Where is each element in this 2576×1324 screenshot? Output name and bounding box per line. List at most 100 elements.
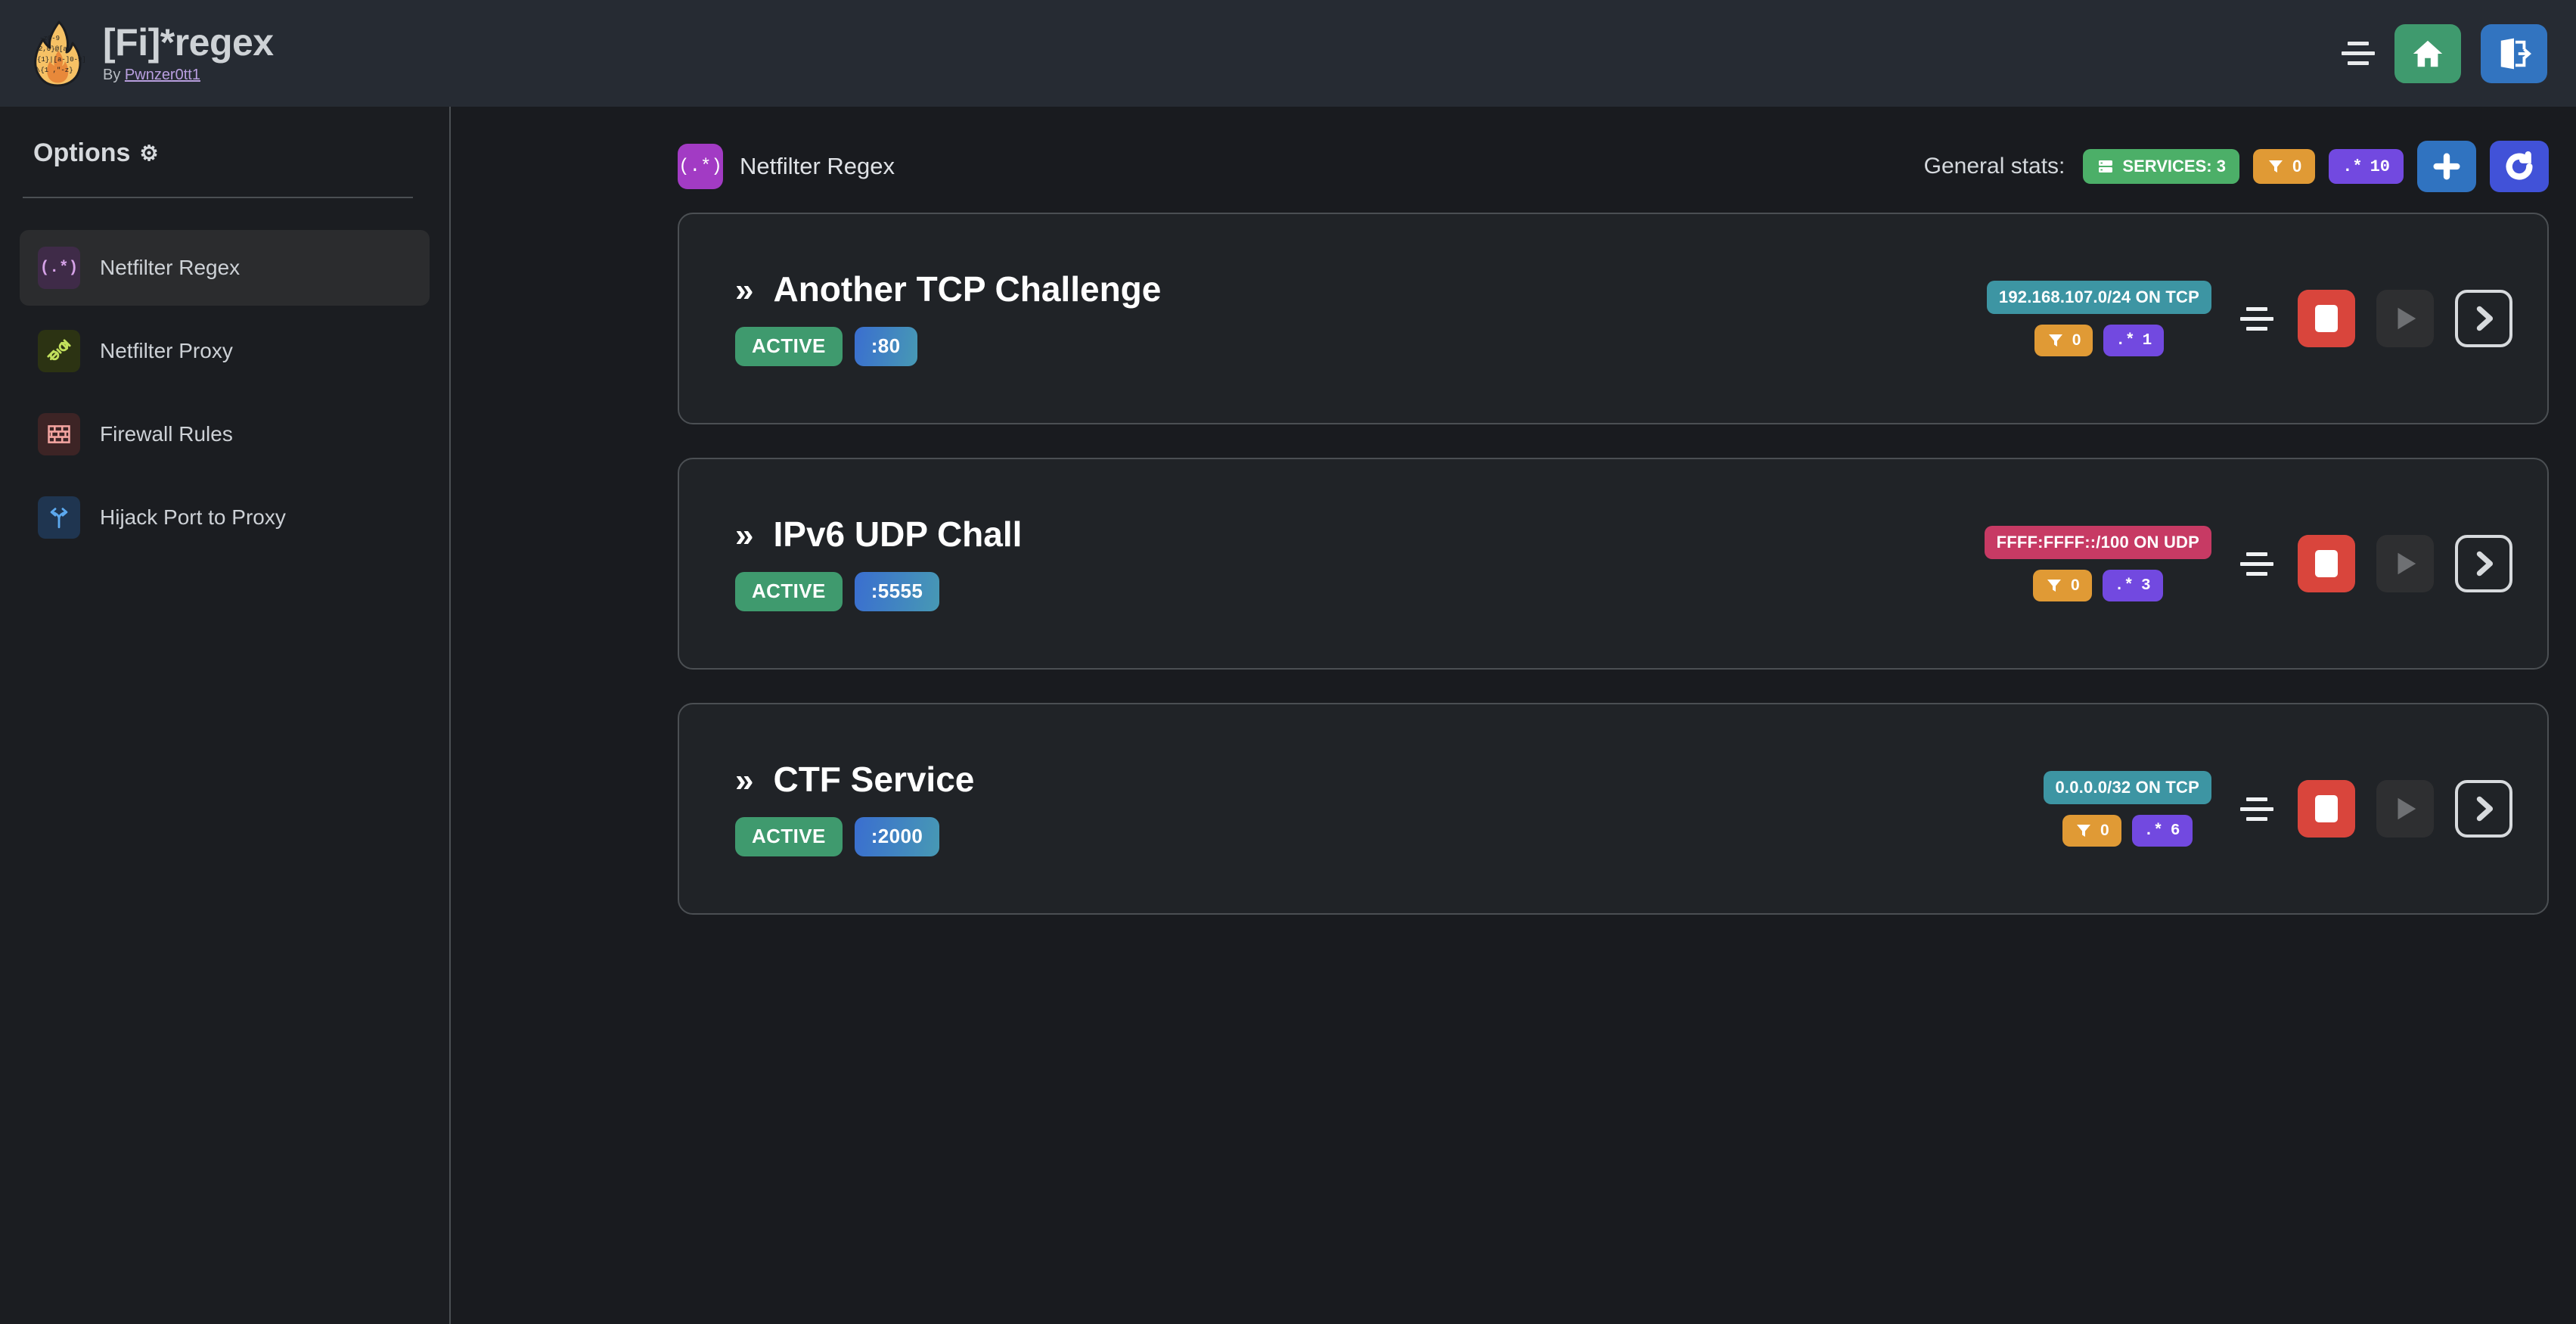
sidebar-item-label: Netfilter Regex (100, 256, 241, 279)
network-badge: 192.168.107.0/24 ON TCP (1986, 281, 2211, 314)
stop-icon (2315, 305, 2338, 332)
service-details-button[interactable] (2455, 780, 2512, 838)
regex-icon: (.*) (38, 247, 80, 289)
stop-button[interactable] (2298, 290, 2355, 347)
general-stats-label: General stats: (1923, 154, 2065, 179)
funnel-icon (2048, 334, 2062, 347)
service-regex-count: 3 (2140, 577, 2151, 595)
stop-icon (2315, 550, 2338, 577)
hamburger-menu-icon[interactable] (2342, 39, 2375, 69)
service-title: » IPv6 UDP Chall (735, 517, 1022, 552)
service-filters-count: 0 (2100, 822, 2109, 839)
service-filters-badge: 0 (2062, 815, 2121, 847)
funnel-icon (2047, 580, 2062, 592)
service-name: IPv6 UDP Chall (773, 514, 1023, 554)
refresh-icon (2506, 151, 2533, 180)
service-filters-badge: 0 (2033, 570, 2092, 601)
home-icon (2413, 40, 2443, 67)
port-badge: :2000 (854, 816, 940, 856)
service-counters: 0 .* 1 (2034, 325, 2165, 356)
stop-button[interactable] (2298, 780, 2355, 838)
app-header: -z0-9 2,0}@[a {1}|[a-]0-9] \{1 ,"-z} [Fi… (0, 0, 2576, 107)
service-details-button[interactable] (2455, 290, 2512, 347)
service-title: » Another TCP Challenge (735, 272, 1161, 307)
gear-icon: ⚙ (139, 141, 159, 165)
add-service-button[interactable] (2417, 141, 2476, 192)
plus-icon (2433, 153, 2460, 180)
play-icon (2398, 307, 2416, 330)
logout-button[interactable] (2481, 23, 2547, 83)
sidebar-item-firewall-rules[interactable]: Firewall Rules (20, 396, 430, 472)
service-info: » CTF Service ACTIVE :2000 (735, 762, 974, 856)
brand-text: [Fi]*regex By Pwnzer0tt1 (103, 23, 274, 84)
play-icon (2398, 552, 2416, 575)
regexes-count-badge: .* 10 (2329, 149, 2404, 184)
services-count-badge: SERVICES: 3 (2083, 149, 2239, 184)
service-menu-icon[interactable] (2237, 544, 2277, 583)
service-regex-badge: .* 1 (2103, 325, 2165, 356)
service-counters: 0 .* 3 (2033, 570, 2163, 601)
logout-icon (2500, 38, 2531, 69)
fork-arrow-icon (38, 496, 80, 539)
service-tags: ACTIVE :5555 (735, 571, 1022, 611)
double-chevron-icon: » (735, 761, 754, 799)
sidebar-title-label: Options (33, 138, 131, 167)
service-regex-badge: .* 3 (2102, 570, 2163, 601)
plug-icon (38, 330, 80, 372)
play-button[interactable] (2376, 535, 2434, 592)
double-chevron-icon: » (735, 516, 754, 554)
author-link[interactable]: Pwnzer0tt1 (124, 66, 200, 83)
refresh-button[interactable] (2490, 141, 2549, 192)
service-menu-icon[interactable] (2237, 299, 2277, 338)
service-actions (2237, 780, 2512, 838)
filters-count-badge: 0 (2252, 149, 2316, 184)
home-button[interactable] (2394, 23, 2461, 83)
service-info: » Another TCP Challenge ACTIVE :80 (735, 272, 1161, 366)
service-details-button[interactable] (2455, 535, 2512, 592)
service-right: FFFF:FFFF::/100 ON UDP 0 .* 3 (1984, 526, 2512, 601)
sidebar-nav: (.*) Netfilter Regex Netfilter Proxy (0, 198, 449, 555)
port-badge: :5555 (854, 571, 940, 611)
app-author-line: By Pwnzer0tt1 (103, 67, 274, 84)
brand: -z0-9 2,0}@[a {1}|[a-]0-9] \{1 ,"-z} [Fi… (29, 20, 274, 87)
header-actions (2342, 23, 2547, 83)
play-button[interactable] (2376, 780, 2434, 838)
chevron-right-icon (2476, 551, 2494, 577)
regexes-count-label: 10 (2370, 157, 2390, 176)
sidebar-item-label: Netfilter Proxy (100, 339, 233, 362)
svg-text:2,0}@[a: 2,0}@[a (39, 45, 67, 53)
sidebar-item-label: Hijack Port to Proxy (100, 505, 286, 529)
sidebar-item-hijack-port-to-proxy[interactable]: Hijack Port to Proxy (20, 480, 430, 555)
sidebar-item-label: Firewall Rules (100, 422, 233, 446)
status-badge: ACTIVE (735, 571, 843, 611)
regex-glyph: .* (2114, 577, 2134, 595)
play-button[interactable] (2376, 290, 2434, 347)
service-list: » Another TCP Challenge ACTIVE :80 192.1… (452, 196, 2576, 915)
regex-icon: (.*) (678, 144, 723, 189)
regex-glyph: .* (2342, 157, 2363, 176)
sidebar-item-netfilter-regex[interactable]: (.*) Netfilter Regex (20, 230, 430, 306)
service-name: CTF Service (773, 759, 975, 799)
service-menu-icon[interactable] (2237, 789, 2277, 828)
service-name: Another TCP Challenge (773, 269, 1162, 309)
service-filters-badge: 0 (2034, 325, 2093, 356)
service-regex-count: 1 (2142, 331, 2152, 350)
svg-text:\{1 ,"-z}: \{1 ,"-z} (36, 67, 73, 74)
service-right: 192.168.107.0/24 ON TCP 0 .* 1 (1986, 281, 2512, 356)
status-badge: ACTIVE (735, 816, 843, 856)
service-card[interactable]: » Another TCP Challenge ACTIVE :80 192.1… (678, 213, 2549, 424)
brick-wall-icon (38, 413, 80, 455)
page-title-label: Netfilter Regex (740, 153, 895, 179)
sidebar-divider (23, 197, 413, 198)
service-filters-count: 0 (2071, 577, 2080, 594)
service-card[interactable]: » IPv6 UDP Chall ACTIVE :5555 FFFF:FFFF:… (678, 458, 2549, 670)
stop-button[interactable] (2298, 535, 2355, 592)
chevron-right-icon (2476, 796, 2494, 822)
service-card[interactable]: » CTF Service ACTIVE :2000 0.0.0.0/32 ON… (678, 703, 2549, 915)
service-tags: ACTIVE :2000 (735, 816, 974, 856)
sidebar-title: Options ⚙ (0, 138, 449, 168)
services-count-label: SERVICES: 3 (2122, 157, 2226, 176)
port-badge: :80 (854, 326, 917, 366)
sidebar-item-netfilter-proxy[interactable]: Netfilter Proxy (20, 313, 430, 389)
